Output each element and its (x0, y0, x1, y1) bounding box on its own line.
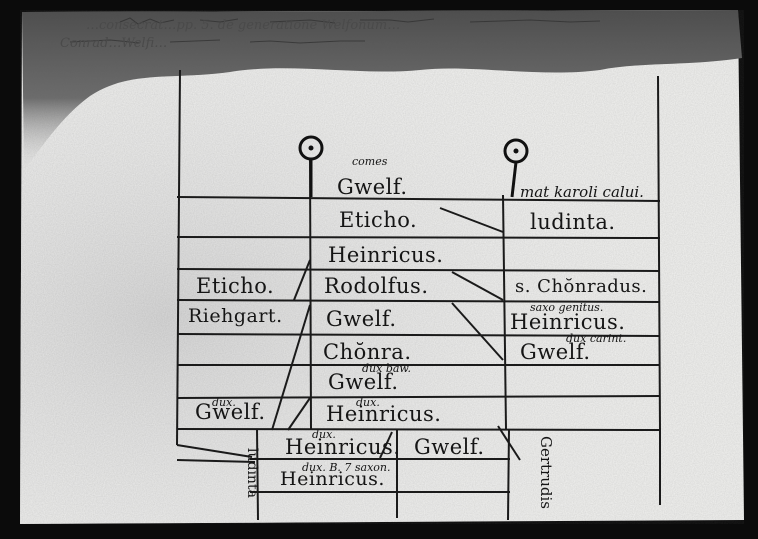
right-row6: Gwelf. (520, 340, 591, 364)
header-line-2: Conrad…Welfi… (60, 36, 168, 51)
header-scribbles (69, 17, 601, 44)
right-row1: mat karoli calui. (520, 183, 644, 201)
right-row6-title: dux carint. (566, 332, 627, 345)
center-row8-title: dux. (356, 396, 380, 409)
lower-right: Gwelf. (414, 435, 485, 459)
roundels (298, 135, 529, 198)
left-row8-title: dux. (212, 396, 236, 409)
roundel-right-dot (513, 148, 519, 154)
center-row5: Gwelf. (326, 307, 397, 331)
center-row7: Gwelf. (328, 370, 399, 394)
center-title: comes (352, 155, 388, 168)
lower-bottom: Heinricus. (280, 468, 385, 490)
center-row1: Gwelf. (337, 175, 408, 199)
header-line-1: …consecrat…pp. 5. de generatione Welfonu… (86, 18, 401, 33)
ruling-lines (176, 69, 661, 521)
right-row5: Heinricus. (510, 310, 626, 334)
right-row2: ludinta. (530, 210, 616, 234)
right-row4: s. Chŏnradus. (515, 276, 648, 297)
center-row6: Chŏnra. (323, 340, 412, 364)
left-row4: Eticho. (196, 274, 275, 298)
lower-left: Heinricus. (285, 435, 401, 459)
lower-left-title: dux. (312, 428, 336, 441)
center-row8: Heinricus. (326, 402, 442, 426)
left-row8: Gwelf. (195, 400, 266, 424)
center-row4: Rodolfus. (324, 274, 429, 298)
left-row5: Riehgart. (188, 305, 283, 327)
lower-bottom-title: dux. B. 7 saxon. (302, 461, 391, 474)
lower-vertical-left: ludinta (244, 448, 260, 498)
lower-vertical-right: Gertrudis (537, 436, 555, 509)
center-row7-title: dux baw. (362, 362, 412, 375)
center-row2: Eticho. (339, 208, 418, 232)
center-row3: Heinricus. (328, 243, 444, 267)
right-row5-title: saxo genitus. (530, 301, 604, 314)
roundel-left-dot (308, 145, 314, 151)
